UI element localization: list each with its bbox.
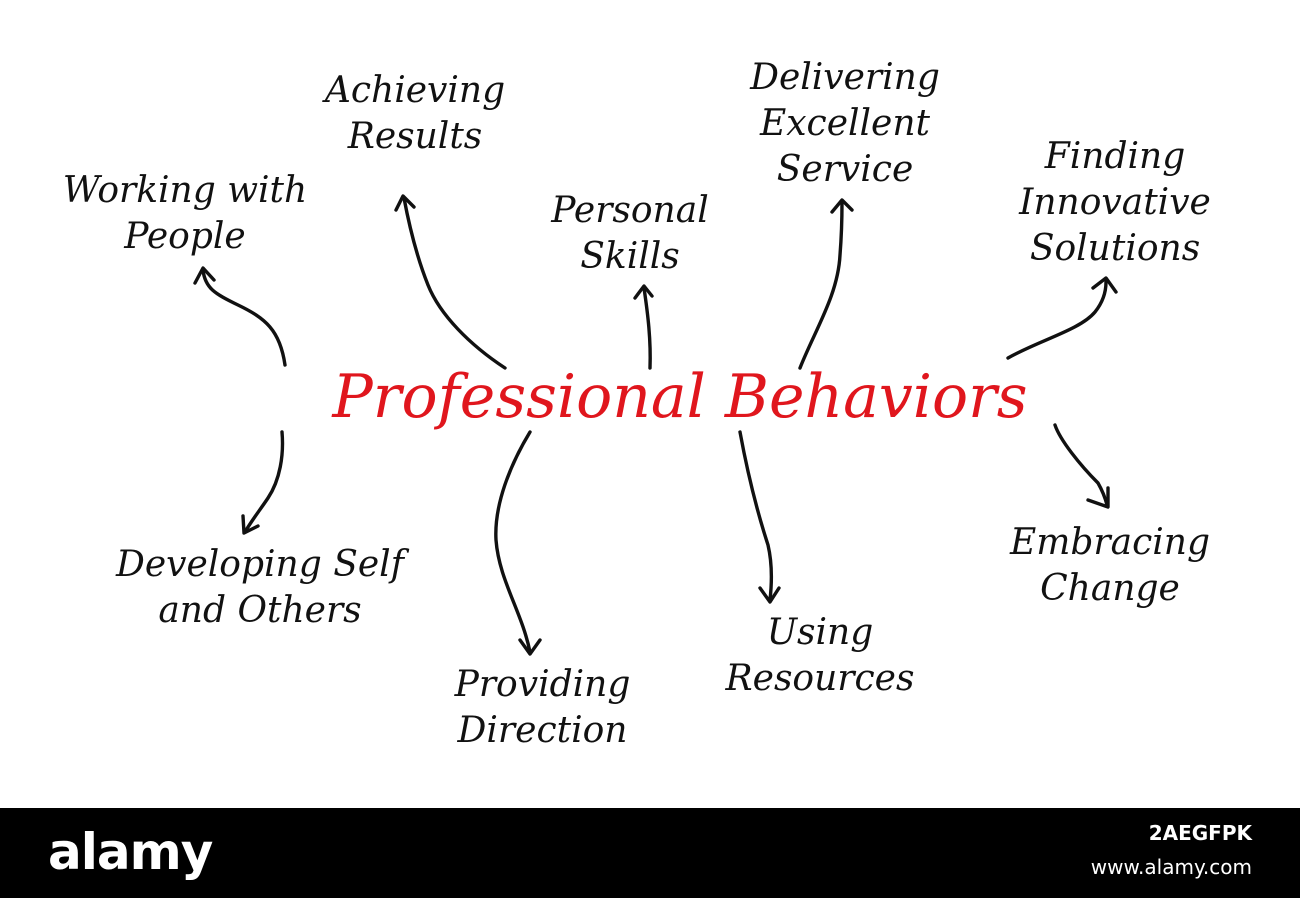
- node-delivering-excellent-service: Delivering Excellent Service: [710, 55, 980, 193]
- node-using-resources: Using Resources: [700, 610, 940, 702]
- arrowhead-developing-self-and-others: [241, 514, 260, 535]
- node-working-with-people: Working with People: [35, 168, 335, 260]
- arrowhead-finding-innovative-solutions: [1091, 276, 1118, 294]
- arrow-embracing-change: [1053, 423, 1109, 507]
- node-line: Delivering: [750, 57, 940, 98]
- brand-logo: alamy: [48, 823, 213, 881]
- site-url: www.alamy.com: [1090, 855, 1252, 879]
- arrow-delivering-excellent-service: [798, 200, 844, 370]
- node-line: Service: [776, 149, 914, 190]
- watermark-banner: alamy 2AEGFPK www.alamy.com: [0, 808, 1300, 898]
- arrow-working-with-people: [201, 268, 287, 367]
- arrow-finding-innovative-solutions: [1006, 280, 1108, 360]
- node-line: Working with: [62, 170, 308, 211]
- node-line: Achieving: [324, 70, 506, 111]
- arrow-providing-direction: [494, 430, 532, 654]
- node-line: Using: [766, 612, 874, 653]
- node-achieving-results: Achieving Results: [290, 68, 540, 160]
- node-line: Resources: [725, 658, 915, 699]
- node-finding-innovative-solutions: Finding Innovative Solutions: [985, 134, 1245, 272]
- node-line: Finding: [1044, 136, 1186, 177]
- arrowhead-using-resources: [758, 586, 781, 604]
- node-developing-self-and-others: Developing Self and Others: [80, 542, 440, 634]
- image-code: 2AEGFPK: [1148, 821, 1252, 845]
- node-line: Results: [347, 116, 483, 157]
- arrowhead-achieving-results: [394, 194, 416, 212]
- node-line: People: [124, 216, 246, 257]
- node-line: Innovative: [1019, 182, 1211, 223]
- node-line: Providing: [454, 664, 631, 705]
- node-line: Solutions: [1029, 228, 1201, 269]
- node-line: Excellent: [759, 103, 931, 144]
- arrowhead-providing-direction: [518, 638, 542, 656]
- node-line: Personal: [551, 190, 709, 231]
- arrow-developing-self-and-others: [243, 430, 285, 534]
- arrow-using-resources: [738, 430, 774, 602]
- mind-map-diagram: Professional Behaviors Working with Peop…: [35, 55, 1245, 754]
- arrowhead-delivering-excellent-service: [830, 198, 854, 214]
- arrowhead-personal-skills: [633, 284, 654, 300]
- connector-arrows: [193, 194, 1118, 656]
- node-providing-direction: Providing Direction: [420, 662, 665, 754]
- node-line: Change: [1040, 568, 1180, 609]
- arrow-personal-skills: [642, 286, 652, 370]
- node-embracing-change: Embracing Change: [980, 520, 1240, 612]
- arrowhead-working-with-people: [193, 266, 216, 285]
- arrow-achieving-results: [402, 196, 507, 370]
- node-line: Developing Self: [115, 544, 405, 585]
- arrowhead-embracing-change: [1086, 486, 1110, 509]
- central-topic: Professional Behaviors: [332, 362, 1028, 432]
- node-line: Skills: [580, 236, 680, 277]
- node-line: Embracing: [1009, 522, 1211, 563]
- node-line: and Others: [158, 590, 362, 631]
- node-personal-skills: Personal Skills: [510, 188, 750, 280]
- node-line: Direction: [457, 710, 628, 751]
